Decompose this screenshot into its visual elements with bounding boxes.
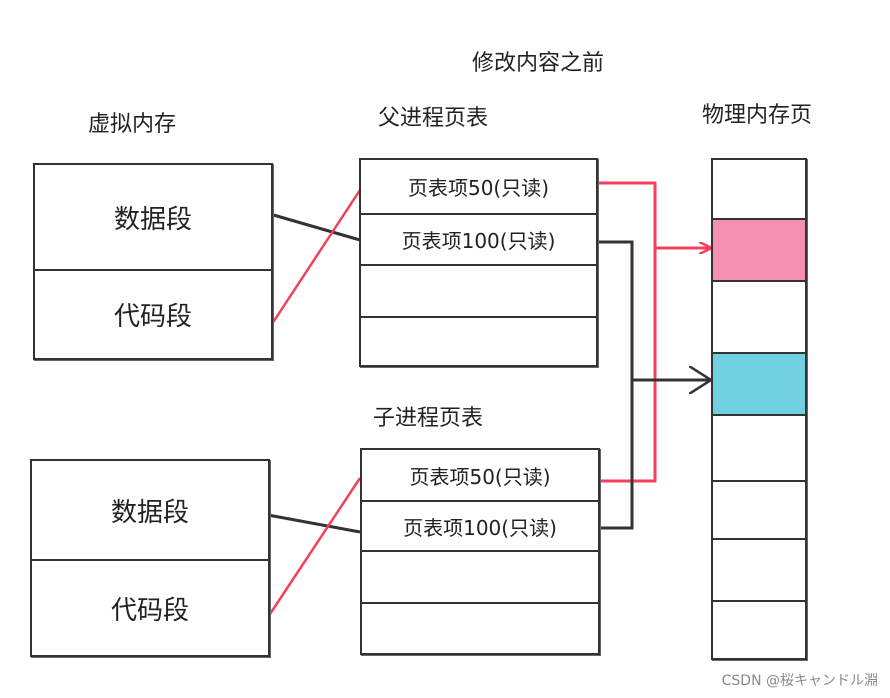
physical-page-7 — [713, 538, 805, 600]
child-data-segment: 数据段 — [110, 497, 189, 528]
child-pte-100: 页表项100(只读) — [362, 500, 598, 550]
child-data-link — [267, 513, 361, 534]
child-virtual-memory: 数据段 代码段 — [30, 459, 270, 657]
parent-code-link — [268, 189, 362, 328]
csdn-watermark: CSDN @桜キャンドル淵 — [721, 673, 878, 689]
child-pte-empty-1 — [362, 550, 598, 602]
parent-page-table-title: 父进程页表 — [378, 106, 489, 131]
physical-page-100 — [713, 352, 805, 414]
child-code-link — [268, 477, 362, 615]
pte100-to-page-arrow — [597, 240, 634, 530]
child-pte-50: 页表项50(只读) — [409, 464, 551, 489]
parent-pte-50: 页表项50(只读) — [407, 176, 550, 200]
physical-memory-title: 物理内存页 — [702, 103, 813, 128]
physical-memory — [711, 158, 807, 660]
parent-page-table: 页表项50(只读) 页表项100(只读) — [359, 158, 598, 367]
parent-pte-empty-1 — [361, 264, 596, 316]
physical-page-1 — [713, 160, 805, 218]
pte50-to-page-arrow — [597, 181, 657, 483]
parent-pte-empty-2 — [361, 316, 596, 365]
parent-data-link — [269, 212, 361, 242]
child-code-segment: 代码段 — [32, 559, 268, 655]
parent-data-segment: 数据段 — [113, 204, 192, 235]
physical-page-3 — [713, 280, 805, 352]
parent-pte-100: 页表项100(只读) — [361, 213, 596, 264]
virtual-memory-title: 虚拟内存 — [88, 112, 177, 137]
parent-code-segment: 代码段 — [35, 269, 271, 358]
physical-page-5 — [713, 414, 805, 480]
child-page-table: 页表项50(只读) 页表项100(只读) — [360, 448, 600, 655]
child-page-table-title: 子进程页表 — [373, 406, 484, 431]
diagram-title: 修改内容之前 — [472, 51, 605, 76]
parent-virtual-memory: 数据段 代码段 — [33, 163, 273, 360]
physical-page-50 — [713, 218, 805, 280]
physical-page-6 — [713, 480, 805, 538]
physical-page-8 — [713, 600, 805, 658]
child-pte-empty-2 — [362, 602, 598, 653]
